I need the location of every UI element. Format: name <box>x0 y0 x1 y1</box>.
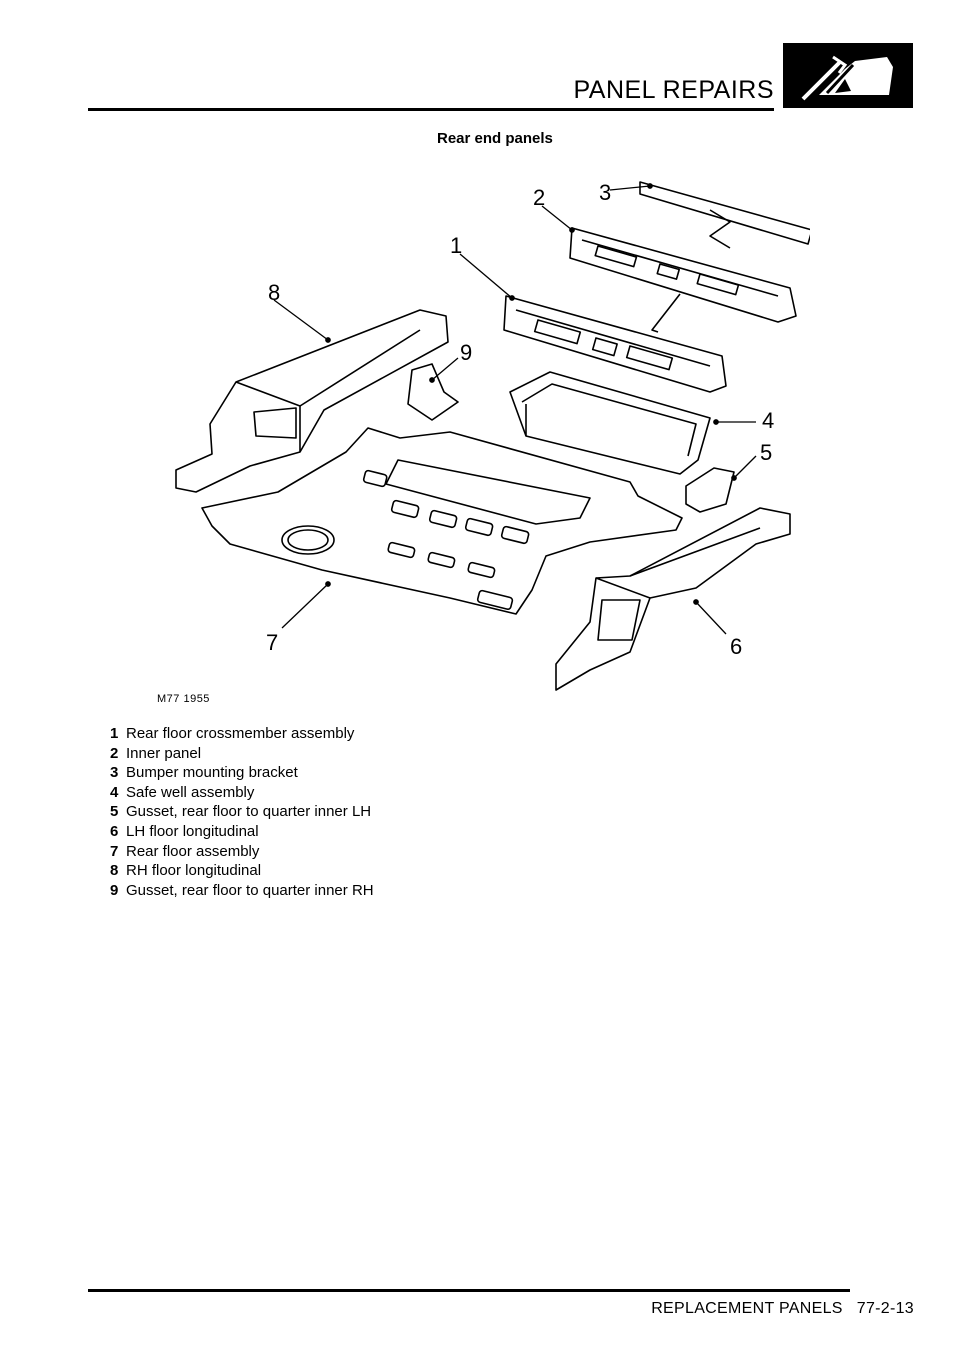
car-panel-icon <box>801 55 893 101</box>
gusset-lh-part <box>685 467 735 513</box>
figure-reference-code: M77 1955 <box>157 693 210 705</box>
callout-6: 6 <box>730 634 742 659</box>
callout-2: 2 <box>533 185 545 210</box>
inner-panel-part <box>569 227 797 323</box>
callout-1: 1 <box>450 233 462 258</box>
footer-rule <box>88 1289 850 1292</box>
body-panel-logo <box>783 43 913 108</box>
callout-3: 3 <box>599 180 611 205</box>
gusset-rh-part <box>407 363 459 421</box>
header-rule <box>88 108 774 111</box>
section-title: Rear end panels <box>437 130 553 147</box>
bumper-mounting-bracket-part <box>639 181 810 249</box>
lh-floor-longitudinal-part <box>555 507 791 691</box>
rh-floor-longitudinal-part <box>175 309 449 493</box>
rear-floor-crossmember-part <box>503 295 727 393</box>
footer-section-name: REPLACEMENT PANELS <box>651 1300 843 1317</box>
callout-7: 7 <box>266 630 278 655</box>
page-footer: REPLACEMENT PANELS 77-2-13 <box>420 1300 914 1318</box>
callout-9: 9 <box>460 340 472 365</box>
rear-floor-assembly-part <box>201 427 683 615</box>
page-header-title: PANEL REPAIRS <box>573 76 774 104</box>
safe-well-assembly-part <box>509 371 711 475</box>
footer-page-number: 77-2-13 <box>856 1300 914 1317</box>
callout-4: 4 <box>762 408 774 433</box>
callout-8: 8 <box>268 280 280 305</box>
rear-end-panels-diagram: 1 2 3 4 5 6 7 8 9 <box>175 180 810 691</box>
callout-5: 5 <box>760 440 772 465</box>
